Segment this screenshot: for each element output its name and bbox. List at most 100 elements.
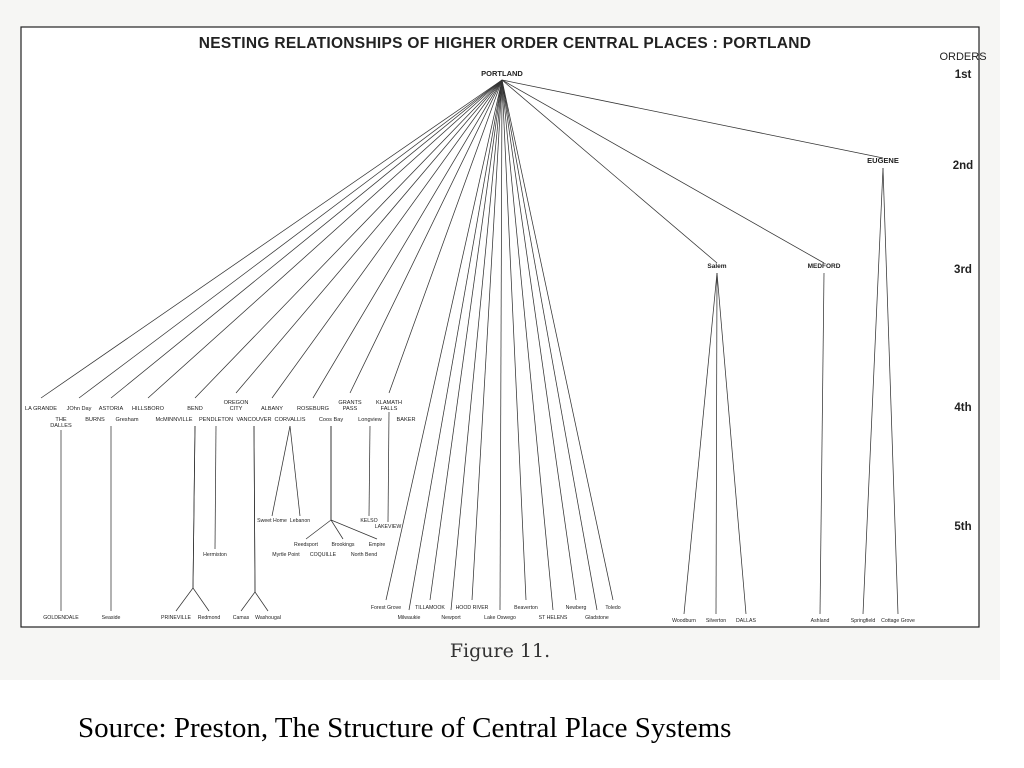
node-gladstone: Gladstone xyxy=(585,615,609,621)
edge-portland-john-day xyxy=(78,79,503,399)
node-lake-oswego: Lake Oswego xyxy=(484,615,516,621)
node-goldendale: GOLDENDALE xyxy=(43,615,79,621)
node-vancouver: VANCOUVER xyxy=(236,417,271,423)
node-lebanon: Lebanon xyxy=(290,518,310,524)
node-medford: MEDFORD xyxy=(808,263,841,270)
edge-portland-albany xyxy=(271,79,503,399)
edge-portland-bend xyxy=(194,79,503,399)
node-prineville: PRINEVILLE xyxy=(161,615,192,621)
edge-portland-gladstone xyxy=(501,79,598,611)
hierarchy-diagram: NESTING RELATIONSHIPS OF HIGHER ORDER CE… xyxy=(20,26,987,628)
node-lakeview: LAKEVIEW xyxy=(375,524,402,530)
edge-pendleton-hermiston xyxy=(214,425,217,550)
edges xyxy=(40,79,899,615)
node-woodburn: Woodburn xyxy=(672,618,696,624)
edge-coos-bay-empire xyxy=(330,426,378,540)
node-forest-grove: Forest Grove xyxy=(371,605,401,611)
edge-salem-dallas xyxy=(716,272,747,615)
edge-portland-forest-grove xyxy=(385,79,503,601)
node-corvallis: CORVALLIS xyxy=(275,417,306,423)
order-label-5: 5th xyxy=(954,521,971,533)
edge-portland-la-grande xyxy=(40,79,503,399)
node-toledo: Toledo xyxy=(605,605,620,611)
orders-header: ORDERS xyxy=(939,51,986,63)
edge-portland-klamath-falls xyxy=(388,79,503,394)
node-north-bend: North Bend xyxy=(351,552,377,558)
edge-portland-astoria xyxy=(110,79,503,399)
edge-portland-toledo xyxy=(501,79,614,601)
edge-portland-newberg xyxy=(501,79,577,601)
edge-salem-silverton xyxy=(715,272,718,615)
edge-corvallis-lebanon xyxy=(289,425,301,517)
edge-vancouver-washougal xyxy=(253,425,269,612)
node-la-grande: LA GRANDE xyxy=(25,406,57,412)
node-albany: ALBANY xyxy=(261,406,283,412)
node-kelso: KELSO xyxy=(360,518,377,524)
node-beaverton: Beaverton xyxy=(514,605,538,611)
node-tillamook: TILLAMOOK xyxy=(415,605,445,611)
edge-longview-kelso xyxy=(368,425,371,517)
edge-bend-redmond xyxy=(192,425,210,612)
edge-portland-oregon-city xyxy=(235,79,503,394)
node-john-day: JOhn Day xyxy=(67,406,92,412)
node-seaside: Seaside xyxy=(102,615,121,621)
node-longview: Longview xyxy=(358,417,383,423)
node-empire: Empire xyxy=(369,542,386,548)
edge-klamath-falls-lakeview xyxy=(387,411,390,523)
edge-portland-eugene xyxy=(501,79,884,159)
node-camas: Camas xyxy=(233,615,250,621)
edge-salem-woodburn xyxy=(683,272,718,615)
edge-medford-ashland xyxy=(819,272,825,615)
node-milwaukie: Milwaukie xyxy=(398,615,421,621)
node-baker: BAKER xyxy=(397,417,416,423)
order-label-3: 3rd xyxy=(954,264,972,276)
edge-portland-tillamook xyxy=(429,79,503,601)
node-mcminnville: McMINNVILLE xyxy=(156,417,193,423)
node-hood-river: HOOD RIVER xyxy=(456,605,489,611)
node-gresham: Gresham xyxy=(115,417,138,423)
node-springfield: Springfield xyxy=(851,618,876,624)
edge-portland-lake-oswego xyxy=(499,79,503,611)
edge-portland-milwaukie xyxy=(408,79,503,611)
edge-portland-hood-river xyxy=(471,79,503,601)
node-burns: BURNS xyxy=(85,417,105,423)
edge-portland-beaverton xyxy=(501,79,527,601)
edge-portland-roseburg xyxy=(312,79,503,399)
node-st-helens: ST HELENS xyxy=(539,615,568,621)
node-ashland: Ashland xyxy=(811,618,830,624)
node-redmond: Redmond xyxy=(198,615,221,621)
node-coos-bay: Coos Bay xyxy=(319,417,343,423)
node-hillsboro: HILLSBORO xyxy=(132,406,165,412)
edge-portland-salem xyxy=(501,79,718,264)
node-bend: BEND xyxy=(187,406,203,412)
node-roseburg: ROSEBURG xyxy=(297,406,329,412)
source-citation: Source: Preston, The Structure of Centra… xyxy=(78,712,732,744)
node-silverton: Silverton xyxy=(706,618,726,624)
node-cottage-grove: Cottage Grove xyxy=(881,618,915,624)
node-brookings: Brookings xyxy=(331,542,354,548)
node-pendleton: PENDLETON xyxy=(199,417,233,423)
node-portland: PORTLAND xyxy=(481,69,523,78)
edge-portland-st-helens xyxy=(501,79,554,611)
order-label-4: 4th xyxy=(954,402,971,414)
node-salem: Salem xyxy=(707,263,726,270)
node-reedsport: Reedsport xyxy=(294,542,318,548)
node-astoria: ASTORIA xyxy=(99,406,124,412)
node-newport: Newport xyxy=(441,615,461,621)
edge-eugene-cottage-grove xyxy=(882,167,899,615)
order-label-2: 2nd xyxy=(953,160,973,172)
node-washougal: Washougal xyxy=(255,615,281,621)
node-eugene: EUGENE xyxy=(867,156,899,165)
edge-corvallis-sweet-home xyxy=(271,425,291,517)
node-coquille: COQUILLE xyxy=(310,552,337,558)
node-myrtle-point: Myrtle Point xyxy=(272,552,300,558)
edge-portland-hillsboro xyxy=(147,79,503,399)
node-sweet-home: Sweet Home xyxy=(257,518,287,524)
edge-portland-medford xyxy=(501,79,825,264)
